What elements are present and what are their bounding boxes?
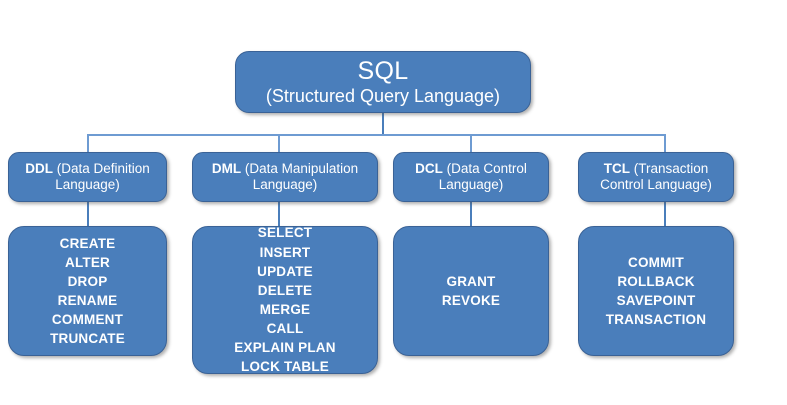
commands-node-ddl[interactable]: CREATE ALTER DROP RENAME COMMENT TRUNCATE [8, 226, 167, 356]
connector-root-stem [382, 113, 384, 135]
command-item: LOCK TABLE [241, 359, 329, 375]
command-item: CALL [266, 321, 304, 337]
command-item: INSERT [259, 244, 311, 260]
category-abbr-ddl: DDL [25, 160, 53, 176]
connector-horizontal-bus [87, 134, 665, 136]
command-item: TRANSACTION [605, 312, 707, 328]
command-item: ALTER [65, 254, 110, 270]
category-node-dcl[interactable]: DCL (Data Control Language) [393, 152, 549, 202]
command-item: GRANT [446, 273, 496, 289]
category-expansion-ddl: (Data Definition Language) [52, 160, 150, 192]
commands-list-tcl: COMMIT ROLLBACK SAVEPOINT TRANSACTION [579, 253, 733, 330]
commands-node-dcl[interactable]: GRANT REVOKE [393, 226, 549, 356]
command-item: COMMENT [51, 312, 124, 328]
root-node-subtitle: (Structured Query Language) [265, 86, 501, 107]
connector-ddl-to-commands [87, 202, 89, 226]
commands-list-dcl: GRANT REVOKE [394, 272, 548, 310]
category-node-ddl[interactable]: DDL (Data Definition Language) [8, 152, 167, 202]
command-item: UPDATE [257, 263, 313, 279]
commands-node-dml[interactable]: SELECT INSERT UPDATE DELETE MERGE CALL EXPLAIN… [192, 223, 378, 376]
connector-drop-tcl [664, 134, 666, 154]
command-item: TRUNCATE [50, 331, 125, 347]
category-abbr-dml: DML [211, 160, 242, 176]
connector-dcl-to-commands [470, 202, 472, 226]
command-item: DROP [67, 273, 108, 289]
command-item: MERGE [259, 302, 311, 317]
category-abbr-dcl: DCL [415, 160, 443, 176]
root-node-title: SQL [357, 56, 409, 85]
command-item: ROLLBACK [617, 273, 695, 289]
command-item: REVOKE [441, 293, 501, 308]
category-abbr-tcl: TCL [603, 160, 630, 176]
category-expansion-tcl: (Transaction Control Language) [600, 160, 712, 192]
command-item: CREATE [59, 235, 116, 251]
commands-list-ddl: CREATE ALTER DROP RENAME COMMENT TRUNCATE [9, 234, 166, 349]
root-node-sql[interactable]: SQL (Structured Query Language) [235, 51, 531, 113]
commands-node-tcl[interactable]: COMMIT ROLLBACK SAVEPOINT TRANSACTION [578, 226, 734, 356]
category-node-tcl[interactable]: TCL (Transaction Control Language) [578, 152, 734, 202]
command-item: EXPLAIN PLAN [234, 340, 336, 356]
command-item: DELETE [257, 282, 313, 298]
connector-drop-dcl [470, 134, 472, 154]
connector-drop-dml [278, 134, 280, 154]
commands-list-dml: SELECT INSERT UPDATE DELETE MERGE CALL EXPLAIN… [193, 223, 377, 376]
command-item: SELECT [257, 225, 313, 241]
command-item: COMMIT [628, 254, 684, 270]
category-expansion-dcl: (Data Control Language) [438, 160, 527, 192]
category-node-dml[interactable]: DML (Data Manipulation Language) [192, 152, 378, 202]
connector-tcl-to-commands [664, 202, 666, 226]
command-item: SAVEPOINT [616, 293, 696, 308]
category-expansion-dml: (Data Manipulation Language) [241, 160, 359, 192]
connector-drop-ddl [87, 134, 89, 154]
connector-dml-to-commands [278, 202, 280, 226]
command-item: RENAME [57, 293, 118, 308]
